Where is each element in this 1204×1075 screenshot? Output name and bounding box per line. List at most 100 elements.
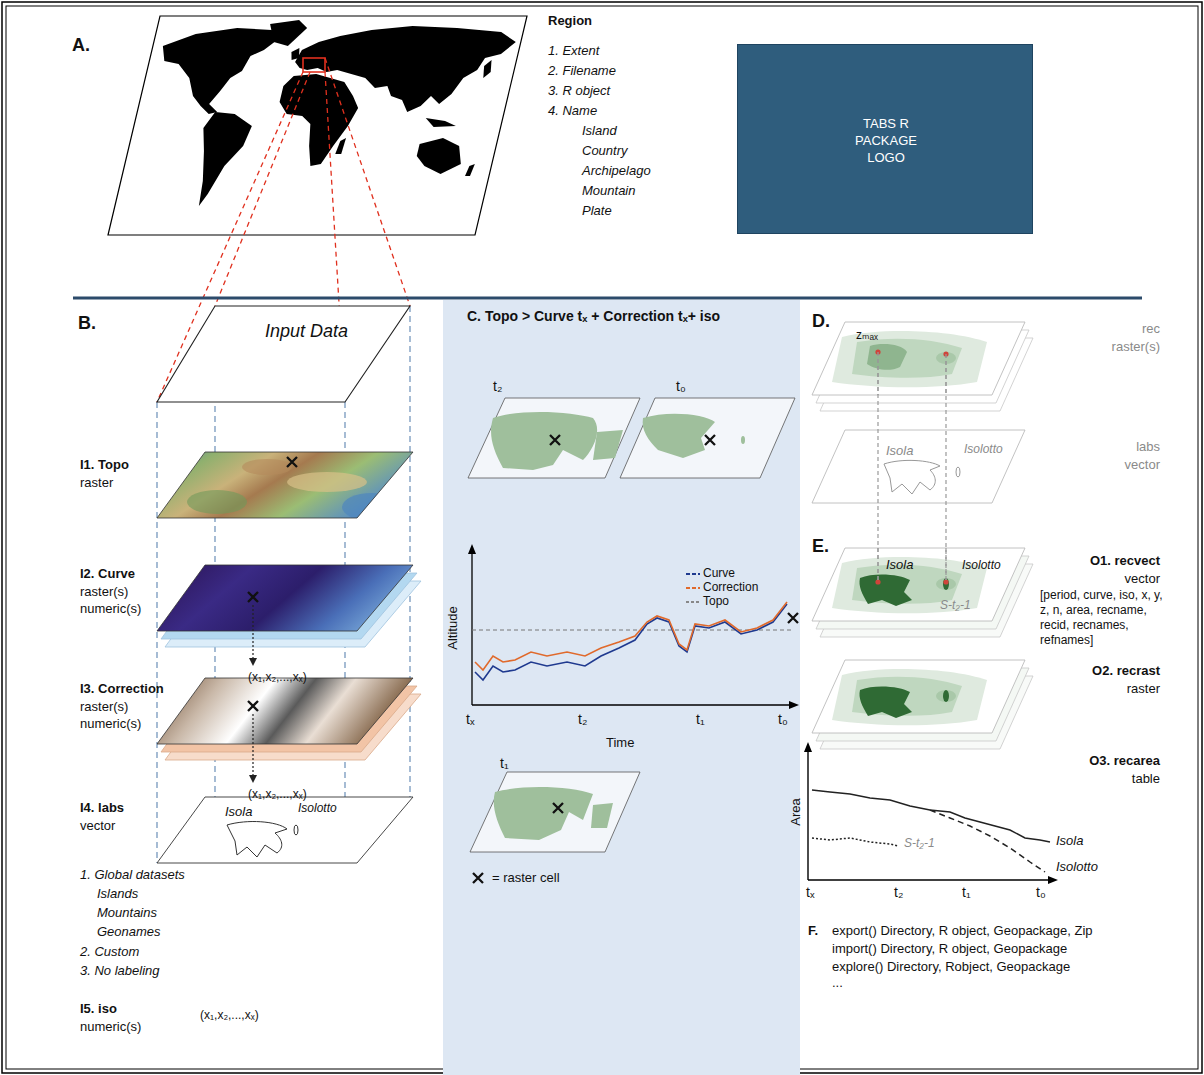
figure-label: Island	[582, 122, 617, 139]
figure-label: Area	[787, 798, 804, 825]
method-band-shape	[443, 300, 800, 1075]
node-text: Isola	[225, 803, 252, 820]
node-text: raster(s) numeric(s)	[80, 698, 155, 732]
figure-label: 4. Name	[548, 102, 597, 119]
vector-layer-shape	[157, 797, 413, 863]
figure-label: (x₁,x₂,...,xₓ)	[248, 787, 307, 802]
figure-label: Region	[548, 12, 592, 29]
legend-text: Curve	[703, 566, 735, 580]
figure-label: Mountains	[97, 904, 157, 921]
output-layer: labsvectorIsolaIsolotto	[812, 430, 1025, 505]
output-layer: O1. recvectvector[period, curve, iso, x,…	[812, 548, 1025, 623]
figure-label: 2. Custom	[80, 943, 139, 960]
method-band: C. Topo > Curve tₓ + Correction tₓ+ iso	[443, 300, 800, 1075]
figure-label: t₀	[778, 711, 788, 728]
node-text: O2. recrast	[1000, 662, 1160, 679]
legend-entry: Topo	[686, 594, 729, 608]
node-text: Isola	[886, 556, 913, 573]
output-layer-shape	[812, 430, 1025, 505]
node-text: raster(s)	[1000, 338, 1160, 355]
output-layer: O2. recrastraster	[812, 660, 1025, 733]
node-text: I3. Correction	[80, 680, 164, 697]
node-text: vector	[1000, 456, 1160, 473]
figure-label: import() Directory, R object, Geopackage	[832, 940, 1067, 957]
figure-label: export() Directory, R object, Geopackage…	[832, 922, 1093, 939]
figure-label: Country	[582, 142, 628, 159]
raster-layer-shape	[157, 565, 413, 631]
figure-label: 1. Global datasets	[80, 866, 185, 883]
raster-layer-shape	[157, 678, 413, 744]
figure-label: Mountain	[582, 182, 635, 199]
node-text: zₘₐₓ	[856, 328, 878, 343]
legend-sample	[686, 570, 700, 578]
area-chart	[804, 742, 1058, 884]
figure-label: 1. Extent	[548, 42, 599, 59]
altitude-chart	[468, 544, 799, 709]
legend-text: Topo	[703, 594, 729, 608]
figure-label: t₂	[493, 378, 502, 395]
legend-sample	[686, 598, 700, 606]
figure-label: Plate	[582, 202, 612, 219]
figure-label: t₀	[1036, 884, 1046, 901]
node-text: raster	[80, 474, 113, 491]
projection-lines	[878, 352, 946, 580]
figure-label: explore() Directory, Robject, Geopackage	[832, 958, 1070, 975]
node-text: [period, curve, iso, x, y, z, n, area, r…	[1040, 588, 1165, 648]
figure-label: tₓ	[466, 711, 474, 728]
node-text: labs	[1000, 438, 1160, 455]
node-text: Isolotto	[962, 558, 1001, 573]
figure-label: t₁	[962, 884, 971, 901]
figure-label: numeric(s)	[80, 1018, 141, 1035]
node-text: vector	[1000, 570, 1160, 587]
figure-label: 3. R object	[548, 82, 610, 99]
node-text: Isola	[886, 442, 913, 459]
time-map	[468, 398, 795, 478]
legend-text: Correction	[703, 580, 758, 594]
value-arrows	[249, 605, 257, 783]
figure-label: E.	[812, 535, 829, 557]
figure-label: O3. recarea	[1000, 752, 1160, 769]
figure-label: Islands	[97, 885, 138, 902]
node-text: O1. recvect	[1000, 552, 1160, 569]
output-layer-shape	[812, 322, 1025, 395]
figure-label: 3. No labeling	[80, 962, 160, 979]
node-text: Isolotto	[964, 442, 1003, 457]
figure-label: B.	[78, 312, 96, 334]
node-text: Input Data	[265, 320, 348, 342]
figure-label: Isolotto	[1056, 858, 1098, 875]
output-layer-shape	[812, 660, 1025, 733]
figure-label: = raster cell	[492, 869, 560, 886]
figure-label: t₁	[500, 755, 509, 772]
legend-entry: Correction	[686, 580, 758, 594]
node-text: S-t₂-1	[940, 598, 971, 613]
figure-label: tₓ	[806, 884, 814, 901]
figure-label: t₂	[578, 711, 587, 728]
figure-label: Isola	[1056, 832, 1083, 849]
figure-label: 2. Filename	[548, 62, 616, 79]
node-text: C. Topo > Curve tₓ + Correction tₓ+ iso	[467, 308, 720, 325]
node-text: I4. labs	[80, 799, 124, 816]
figure-label: (x₁,x₂,...,xₓ)	[200, 1008, 259, 1023]
figure-label: Altitude	[444, 606, 461, 649]
node-text: vector	[80, 817, 115, 834]
node-text: raster	[1000, 680, 1160, 697]
figure-label: (x₁,x₂,...,xₓ)	[248, 670, 307, 685]
figure-label: t₁	[696, 711, 705, 728]
figure-label: table	[1000, 770, 1160, 787]
figure-label: S-t₂-1	[904, 836, 935, 851]
node-text: I2. Curve	[80, 565, 135, 582]
node-text: raster(s) numeric(s)	[80, 583, 155, 617]
node-text: I1. Topo	[80, 456, 129, 473]
figure-label: D.	[812, 310, 830, 332]
legend-sample	[686, 584, 700, 592]
world-map	[108, 16, 527, 235]
raster-layer: I3. Correctionraster(s) numeric(s)	[157, 678, 413, 744]
node-text: rec	[1000, 320, 1160, 337]
zoom-lines	[157, 58, 410, 402]
node-text: Isolotto	[298, 801, 337, 816]
node-text: TABS R PACKAGE LOGO	[846, 115, 926, 166]
raster-layer-shape	[157, 452, 413, 518]
figure-label: t₂	[894, 884, 903, 901]
legend-entry: Curve	[686, 566, 735, 580]
